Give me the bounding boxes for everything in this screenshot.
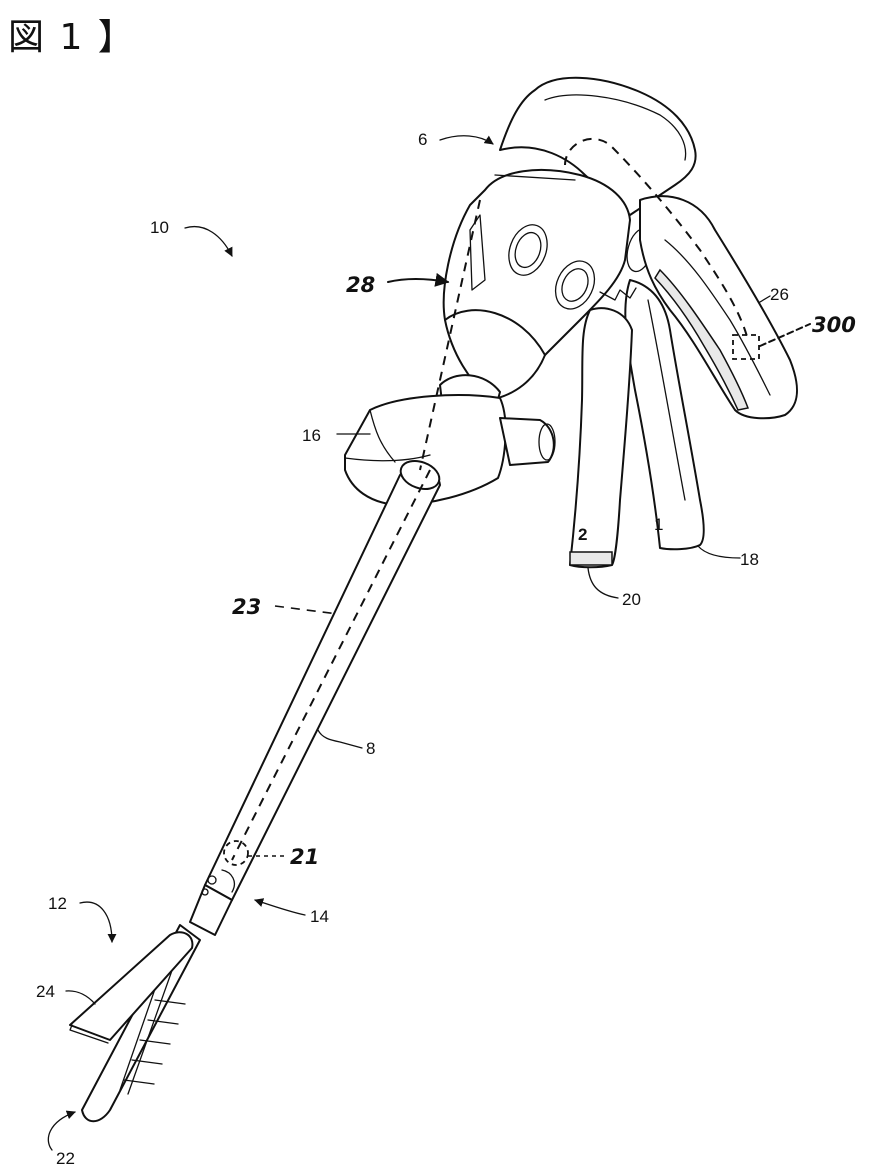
- label-6: 6: [418, 130, 427, 149]
- label-24: 24: [36, 982, 55, 1001]
- trigger-2-number: 2: [578, 525, 587, 544]
- label-20: 20: [622, 590, 641, 609]
- label-8: 8: [366, 739, 375, 758]
- label-16: 16: [302, 426, 321, 445]
- label-18: 18: [740, 550, 759, 569]
- label-22: 22: [56, 1149, 75, 1168]
- label-10: 10: [150, 218, 169, 237]
- label-14: 14: [310, 907, 329, 926]
- label-28: 28: [346, 273, 375, 297]
- label-300: 300: [812, 313, 856, 337]
- label-26: 26: [770, 285, 789, 304]
- label-21: 21: [290, 845, 319, 869]
- trigger-1-number: 1: [654, 515, 663, 534]
- label-23: 23: [232, 595, 261, 619]
- elongate-shaft: [205, 456, 443, 900]
- label-12: 12: [48, 894, 67, 913]
- rotation-knob: [345, 395, 555, 505]
- end-effector: [70, 925, 200, 1121]
